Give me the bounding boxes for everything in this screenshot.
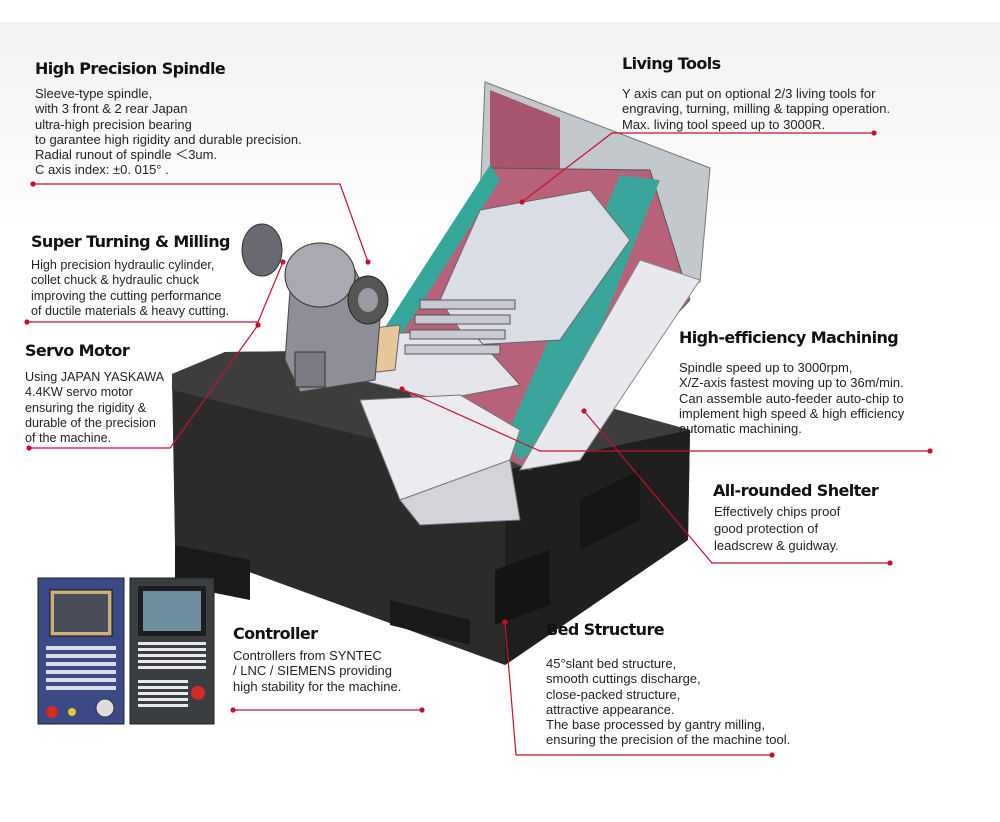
machining-text: Spindle speed up to 3000rpm, X/Z-axis fa… [679, 360, 905, 437]
servo-title: Servo Motor [25, 341, 130, 360]
shelter-title: All-rounded Shelter [713, 481, 879, 500]
leader-dots [24, 130, 933, 758]
spindle-nose [358, 288, 378, 312]
chip-guard [359, 394, 521, 501]
bed-window [580, 470, 640, 550]
bed-side [505, 430, 690, 665]
guard-left-teal [380, 165, 500, 345]
turning-milling-title: Super Turning & Milling [31, 232, 230, 251]
turning-milling-text: High precision hydraulic cylinder, colle… [31, 258, 230, 318]
spindle-cylinder [241, 223, 283, 277]
controller-panel-image [37, 577, 215, 725]
living-tools-text: Y axis can put on optional 2/3 living to… [622, 86, 891, 132]
shelter-text: Effectively chips proof good protection … [714, 504, 841, 553]
chip-guard-front [399, 459, 521, 526]
bed-text: 45°slant bed structure, smooth cuttings … [546, 656, 791, 748]
spindle-motor [284, 242, 356, 308]
servo-text: Using JAPAN YASKAWA 4.4KW servo motor en… [25, 370, 165, 446]
controller-title: Controller [233, 624, 318, 643]
controller-text: Controllers from SYNTEC / LNC / SIEMENS … [233, 648, 402, 694]
spindle-mount [294, 351, 326, 388]
tool-slides [404, 299, 516, 355]
leader-lines [27, 132, 930, 756]
bed-foot-2 [390, 600, 470, 645]
bed-opening [495, 549, 550, 625]
living-tools-title: Living Tools [622, 54, 721, 73]
machining-title: High-efficiency Machining [679, 328, 899, 347]
spindle-title: High Precision Spindle [35, 59, 226, 78]
bed-title: Bed Structure [546, 620, 665, 639]
sliding-door [519, 259, 701, 471]
spindle-text: Sleeve-type spindle, with 3 front & 2 re… [35, 86, 302, 178]
